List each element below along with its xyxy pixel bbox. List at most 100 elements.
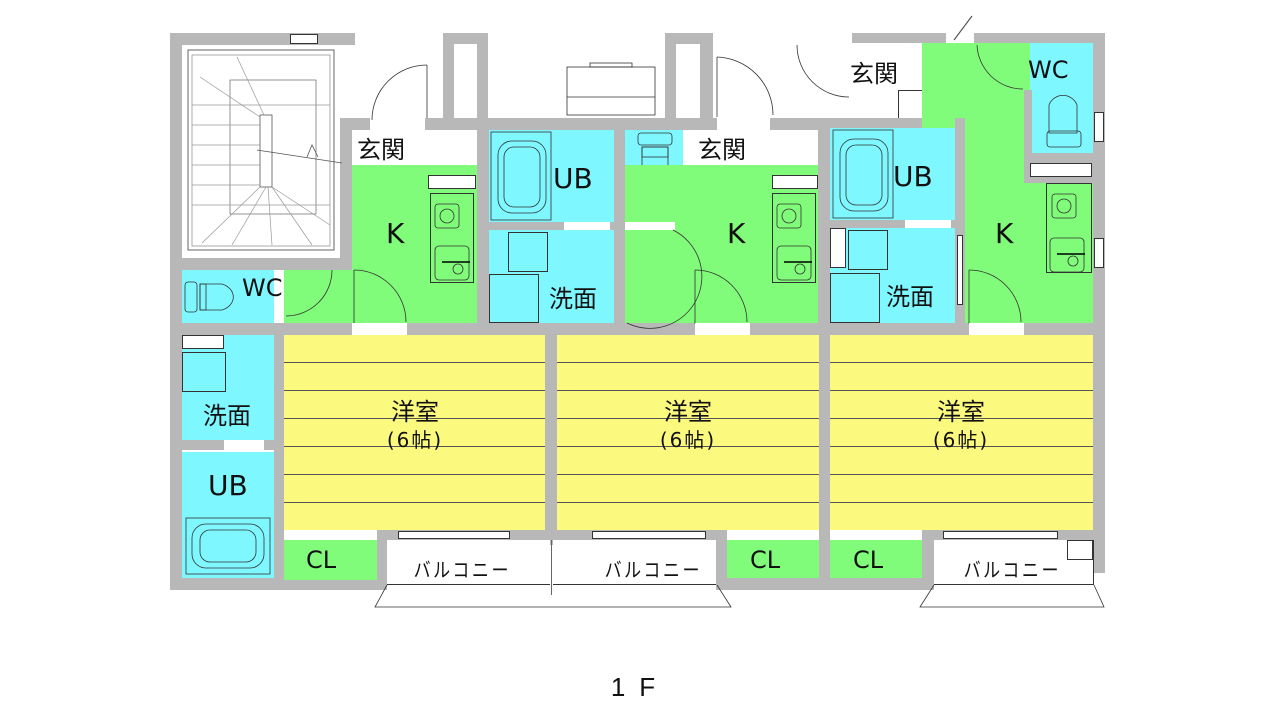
unit-1-wall-entrance-left [340,118,370,130]
unit-1-kitchen-wall-right [477,125,489,330]
unit-3-wc-door-swing-icon [976,44,1024,90]
unit-2-western-room[interactable] [557,335,819,530]
balcony-3-railing [919,584,1105,608]
staircase [182,45,343,258]
unit-1-kitchen-shelf [428,175,476,189]
unit-3-entrance [830,43,922,93]
unit-1-balcony-label: バルコニー [413,558,512,582]
unit-1-room-label: 洋室 (6帖) [374,400,456,450]
unit-3-washroom[interactable] [830,228,955,323]
unit-3-balcony-label: バルコニー [963,558,1062,582]
wall-stair-right [340,118,352,268]
unit-2-wall-bath-wash [489,222,614,230]
wall-top-stair [170,33,355,45]
unit-3-entrance-label: 玄関 [850,60,898,88]
unit-2-room-name: 洋室 [664,398,712,426]
unit-2-room-size: (6帖) [659,428,717,452]
unit-1-bath[interactable] [182,452,274,578]
unit-3-closet-door [830,530,922,540]
unit-1-door-opening [352,323,407,335]
unit-1-entrance [352,130,450,165]
unit-1-washroom-label: 洗面 [203,402,251,430]
unit-1-room-name: 洋室 [391,398,439,426]
unit-2-sink-icon [776,245,812,281]
unit-1-balcony[interactable] [387,540,550,585]
unit-1-toilet-icon [184,281,234,313]
unit-3-room-name: 洋室 [937,398,985,426]
wall-unit2-unit3 [819,335,830,590]
unit-1-kitchen[interactable] [352,165,477,323]
unit-1-counter [430,193,474,283]
unit-2-bath-door [564,222,610,230]
unit-2-wall-bath-toilet [614,125,625,330]
unit-1-entrance-label: 玄関 [357,136,405,164]
window-unit2-balcony [592,531,706,539]
unit-2-wall-top [487,118,717,130]
unit-3-entrance-door [946,33,974,43]
wall-top-entrance3 [852,33,922,43]
unit-3-room-door-swing-icon [968,269,1022,324]
unit-2-wall-closet-left [716,530,727,590]
unit-2-bath-label: UB [553,162,593,195]
unit-3-bath[interactable] [830,128,955,220]
unit-1-wc-door-swing-icon [285,269,333,317]
unit-3-stove-icon [1051,193,1077,219]
window-unit3-wc [1094,112,1104,142]
unit-3-wash-door [957,235,963,305]
unit-2-kitchen-upper [683,165,773,175]
unit-3-washer [848,230,888,270]
unit-2-bath[interactable] [489,130,614,222]
unit-2-balcony[interactable] [553,540,716,585]
unit-3-sink-icon [1049,237,1085,273]
unit-3-balcony-unit [1067,540,1093,560]
unit-3-kitchen-label: K [995,217,1014,250]
unit-1-wall-closet-right [377,530,387,590]
unit-3-western-room[interactable] [830,335,1093,530]
unit-2-kitchen-label: K [727,217,746,250]
unit-3-toilet-label: WC [1028,56,1069,84]
unit-3-entrance-door-icon [953,15,973,41]
unit-1-room-door-swing-icon [353,269,407,324]
unit-2-washroom-label: 洗面 [549,285,597,313]
unit-2-closet[interactable] [727,540,819,580]
unit-2-kitchen[interactable] [625,165,818,323]
unit-1-room-size: (6帖) [386,428,444,452]
unit-1-closet[interactable] [284,540,377,580]
unit-3-toilet[interactable] [1030,43,1093,153]
unit-1-wash-shelf [182,335,224,349]
unit-3-counter [1046,183,1092,273]
balcony-12-railing [374,584,732,608]
window-unit3-kitchen [1094,238,1104,268]
unit-1-washer [182,352,226,392]
unit-3-bath-label: UB [893,160,933,193]
unit-2-entrance [693,130,793,165]
unit-1-wall-entrance-right [425,118,487,130]
unit-1-closet-door [284,530,377,540]
unit-1-western-room[interactable] [284,335,545,530]
window-unit1-balcony [398,531,510,539]
unit-3-wall-bath-wash [830,220,965,228]
unit-3-wash-shelf [830,228,846,268]
balcony-divider [551,540,552,595]
staircase-icon [187,49,343,251]
unit-2-closet-door [727,530,819,540]
unit-3-wall-closet-bottom [828,578,934,590]
wall-right-outer [1093,33,1105,573]
unit-2-wall-entrance-right [770,118,830,130]
unit-2-washroom[interactable] [489,230,614,323]
unit-3-door-opening [969,323,1024,335]
unit-2-hall-door-swing-icon [626,229,703,329]
unit-3-room-label: 洋室 (6帖) [920,400,1002,450]
unit-2-entrance-label: 玄関 [698,136,746,164]
unit-3-closet[interactable] [830,540,922,580]
window-unit3-balcony [943,531,1058,539]
unit-2-vanity [489,274,539,323]
unit-1-hall [284,270,354,323]
unit-2-door-opening [695,323,750,335]
unit-2-closet-label: CL [750,546,781,574]
unit-2-washer [508,232,548,272]
unit-2-wc-door [625,222,675,230]
unit-1-sink-icon [434,245,470,281]
unit-3-closet-label: CL [853,546,884,574]
